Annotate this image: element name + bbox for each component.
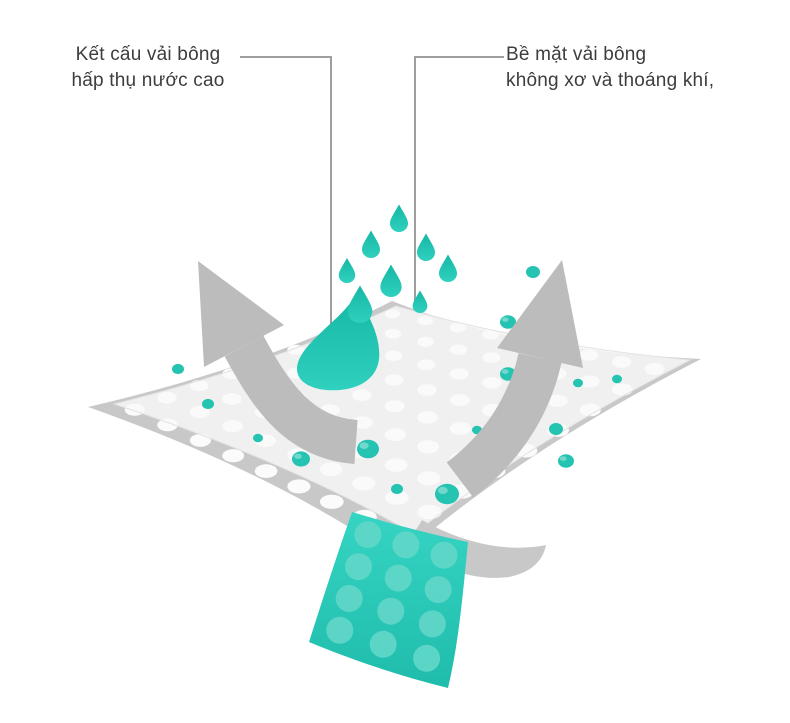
label-absorbent-structure-line1: Kết cấu vải bông <box>75 44 221 65</box>
airflow-arrow-right <box>446 260 583 498</box>
airflow-arrow-left <box>198 261 359 464</box>
label-absorbent-structure-line2: hấp thụ nước cao <box>71 70 225 91</box>
label-surface-breathable: Bề mặt vải bông không xơ và thoáng khí, <box>506 42 766 94</box>
airflow-arrow-left-head <box>198 261 284 367</box>
airflow-arrow-right-head <box>497 260 583 368</box>
absorbed-moisture-dots <box>172 266 622 505</box>
callout-line-right <box>414 56 504 389</box>
label-surface-breathable-line2: không xơ và thoáng khí, <box>506 70 715 91</box>
airflow-arrow-right-band <box>446 352 562 498</box>
airflow-arrow-left-band <box>224 335 359 464</box>
ribbon-holes <box>326 521 458 672</box>
top-surface-layer <box>112 305 692 535</box>
callout-line-left <box>240 56 332 326</box>
label-absorbent-structure: Kết cấu vải bông hấp thụ nước cao <box>40 42 256 94</box>
label-surface-breathable-line1: Bề mặt vải bông <box>506 44 647 65</box>
water-droplets <box>338 204 458 324</box>
